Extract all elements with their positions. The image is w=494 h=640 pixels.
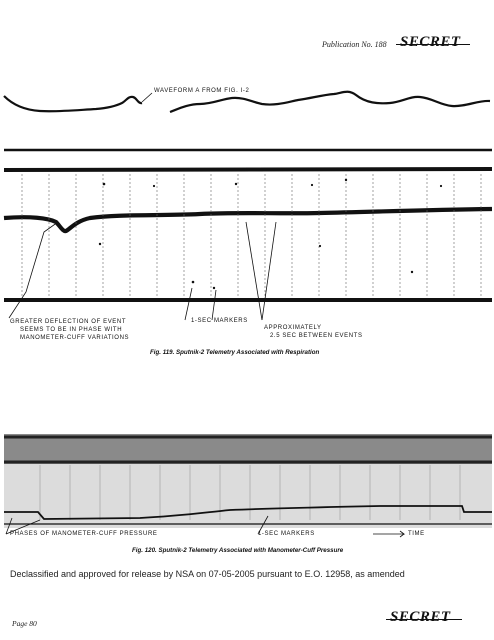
publication-number: Publication No. 188 [322,40,387,49]
deflection-note-line3: MANOMETER-CUFF VARIATIONS [20,335,130,341]
deflection-note-line2: SEEMS TO BE IN PHASE WITH [20,327,123,333]
time-axis-label: TIME [408,531,425,537]
fig120-leaders [5,515,406,538]
fig119-caption: Fig. 119. Sputnik-2 Telemetry Associated… [150,349,320,356]
secret-stamp-top: SECRET [400,34,461,50]
waveform-a-trace [3,90,491,114]
interval-note-line2: 2.5 sec BETWEEN EVENTS [270,333,363,339]
fig119-leaders [8,221,277,321]
interval-note-line1: APPROXIMATELY [264,325,322,331]
secret-strike-bottom [386,619,462,621]
secret-strike-top [396,44,470,46]
page-number: Page 80 [12,619,37,628]
secret-stamp-bottom: SECRET [390,609,451,625]
one-sec-markers-label: 1-sec MARKERS [191,318,248,324]
cuff-pressure-label: PHASES OF MANOMETER-CUFF PRESSURE [10,531,158,537]
deflection-note-line1: GREATER DEFLECTION OF EVENT [10,319,127,325]
fig119-panel [3,148,493,302]
declassification-notice: Declassified and approved for release by… [10,569,405,579]
waveform-leader-line [141,92,153,103]
waveform-a-label: WAVEFORM A FROM FIG. I-2 [154,88,250,94]
fig120-caption: Fig. 120. Sputnik-2 Telemetry Associated… [132,547,344,554]
fig120-panel [4,434,492,528]
fig120-markers-label: 1-sec MARKERS [258,531,315,537]
